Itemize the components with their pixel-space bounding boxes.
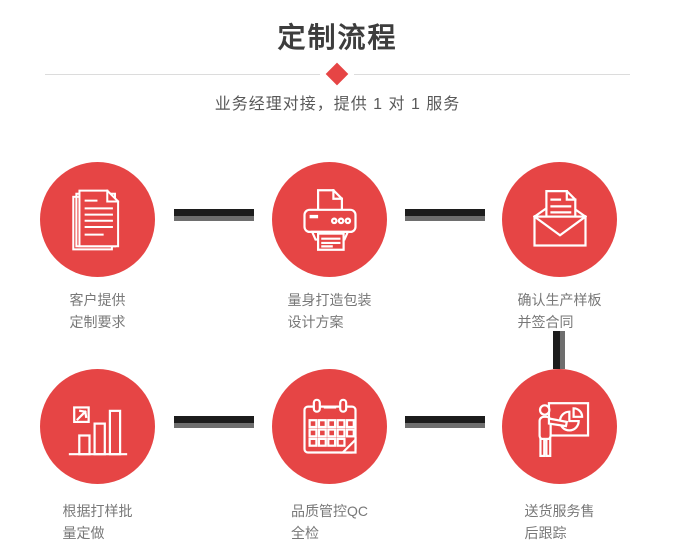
step-label-2: 量身打造包装 设计方案 [287, 292, 372, 330]
bar-chart-icon [68, 405, 127, 455]
flow-connector-horizontal [405, 209, 485, 221]
step-circle-5 [272, 369, 387, 484]
step-circle-1 [40, 162, 155, 277]
flow-connector-vertical [553, 331, 565, 369]
step-circle-4 [40, 369, 155, 484]
documents-icon [71, 189, 119, 250]
step-label-4: 根据打样批 量定做 [62, 503, 133, 541]
step-label-3: 确认生产样板 并签合同 [517, 292, 602, 330]
page-subtitle: 业务经理对接，提供 1 对 1 服务 [214, 96, 461, 113]
calendar-icon [302, 398, 357, 454]
diamond-icon [320, 57, 354, 91]
flow-connector-horizontal [174, 416, 254, 428]
flow-connector-horizontal [405, 416, 485, 428]
step-label-1: 客户提供 定制要求 [69, 292, 126, 330]
step-label-6: 送货服务售 后跟踪 [524, 503, 595, 541]
step-circle-2 [272, 162, 387, 277]
flow-connector-horizontal [174, 209, 254, 221]
step-circle-3 [502, 162, 617, 277]
page-title: 定制流程 [277, 22, 398, 53]
printer-icon [302, 188, 357, 251]
step-circle-6 [502, 369, 617, 484]
presenter-icon [537, 401, 589, 457]
envelope-icon [532, 189, 587, 247]
step-label-5: 品质管控QC 全检 [291, 503, 368, 541]
